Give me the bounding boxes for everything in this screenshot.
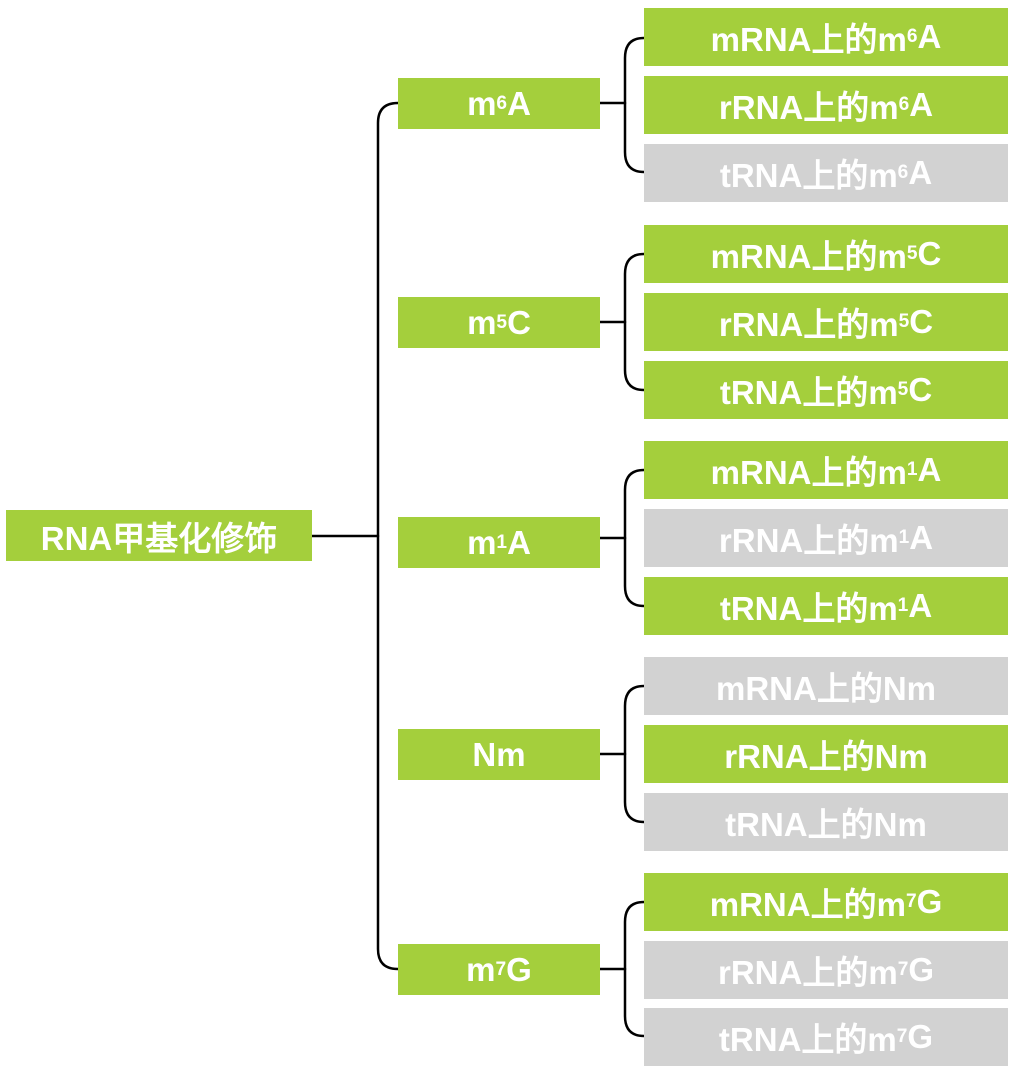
leaf-suffix: C (908, 371, 933, 408)
leaf-label: mRNA上的Nm (715, 670, 936, 707)
category-label: m (467, 84, 497, 122)
leaf-suffix: G (907, 1018, 934, 1055)
leaf-label: tRNA上的m (719, 374, 898, 411)
category-label: m (467, 303, 497, 341)
category-label: m (467, 523, 497, 561)
category-node-nm: Nm (398, 729, 600, 780)
leaf-label: mRNA上的m (710, 21, 907, 58)
category-label: Nm (472, 735, 526, 773)
bracket-cat-4 (623, 684, 646, 824)
bracket-cat-5 (623, 900, 646, 1038)
leaf-suffix: A (908, 154, 933, 191)
root-label: RNA甲基化修饰 (40, 519, 278, 557)
leaf-suffix: A (909, 519, 934, 556)
category-suffix: G (506, 950, 532, 988)
leaf-node: tRNA上的Nm (644, 793, 1008, 851)
category-suffix: A (507, 84, 531, 122)
leaf-label: mRNA上的m (710, 238, 907, 275)
bracket-cat-3 (623, 468, 646, 608)
category-suffix: A (507, 523, 531, 561)
leaf-label: tRNA上的m (719, 157, 898, 194)
leaf-label: mRNA上的m (710, 454, 907, 491)
leaf-label: mRNA上的m (709, 886, 906, 923)
leaf-label: tRNA上的m (718, 1021, 897, 1058)
leaf-node: rRNA上的Nm (644, 725, 1008, 783)
leaf-label: tRNA上的Nm (725, 806, 927, 843)
main-bracket (376, 101, 400, 971)
category-label: m (466, 950, 496, 988)
leaf-suffix: G (916, 883, 943, 920)
leaf-suffix: A (908, 587, 933, 624)
leaf-suffix: A (917, 18, 942, 55)
leaf-label: rRNA上的m (718, 306, 899, 343)
leaf-suffix: A (909, 86, 934, 123)
leaf-suffix: C (909, 303, 934, 340)
leaf-label: tRNA上的m (719, 590, 898, 627)
leaf-label: rRNA上的m (718, 89, 899, 126)
leaf-label: rRNA上的Nm (724, 738, 928, 775)
bracket-cat-1 (623, 36, 646, 174)
category-suffix: C (507, 303, 531, 341)
root-node: RNA甲基化修饰 (6, 510, 312, 561)
leaf-node: mRNA上的Nm (644, 657, 1008, 715)
leaf-label: rRNA上的m (718, 954, 898, 991)
leaf-suffix: C (917, 235, 942, 272)
leaf-suffix: A (917, 451, 942, 488)
leaf-label: rRNA上的m (718, 522, 899, 559)
bracket-cat-2 (623, 252, 646, 392)
leaf-suffix: G (908, 951, 934, 988)
